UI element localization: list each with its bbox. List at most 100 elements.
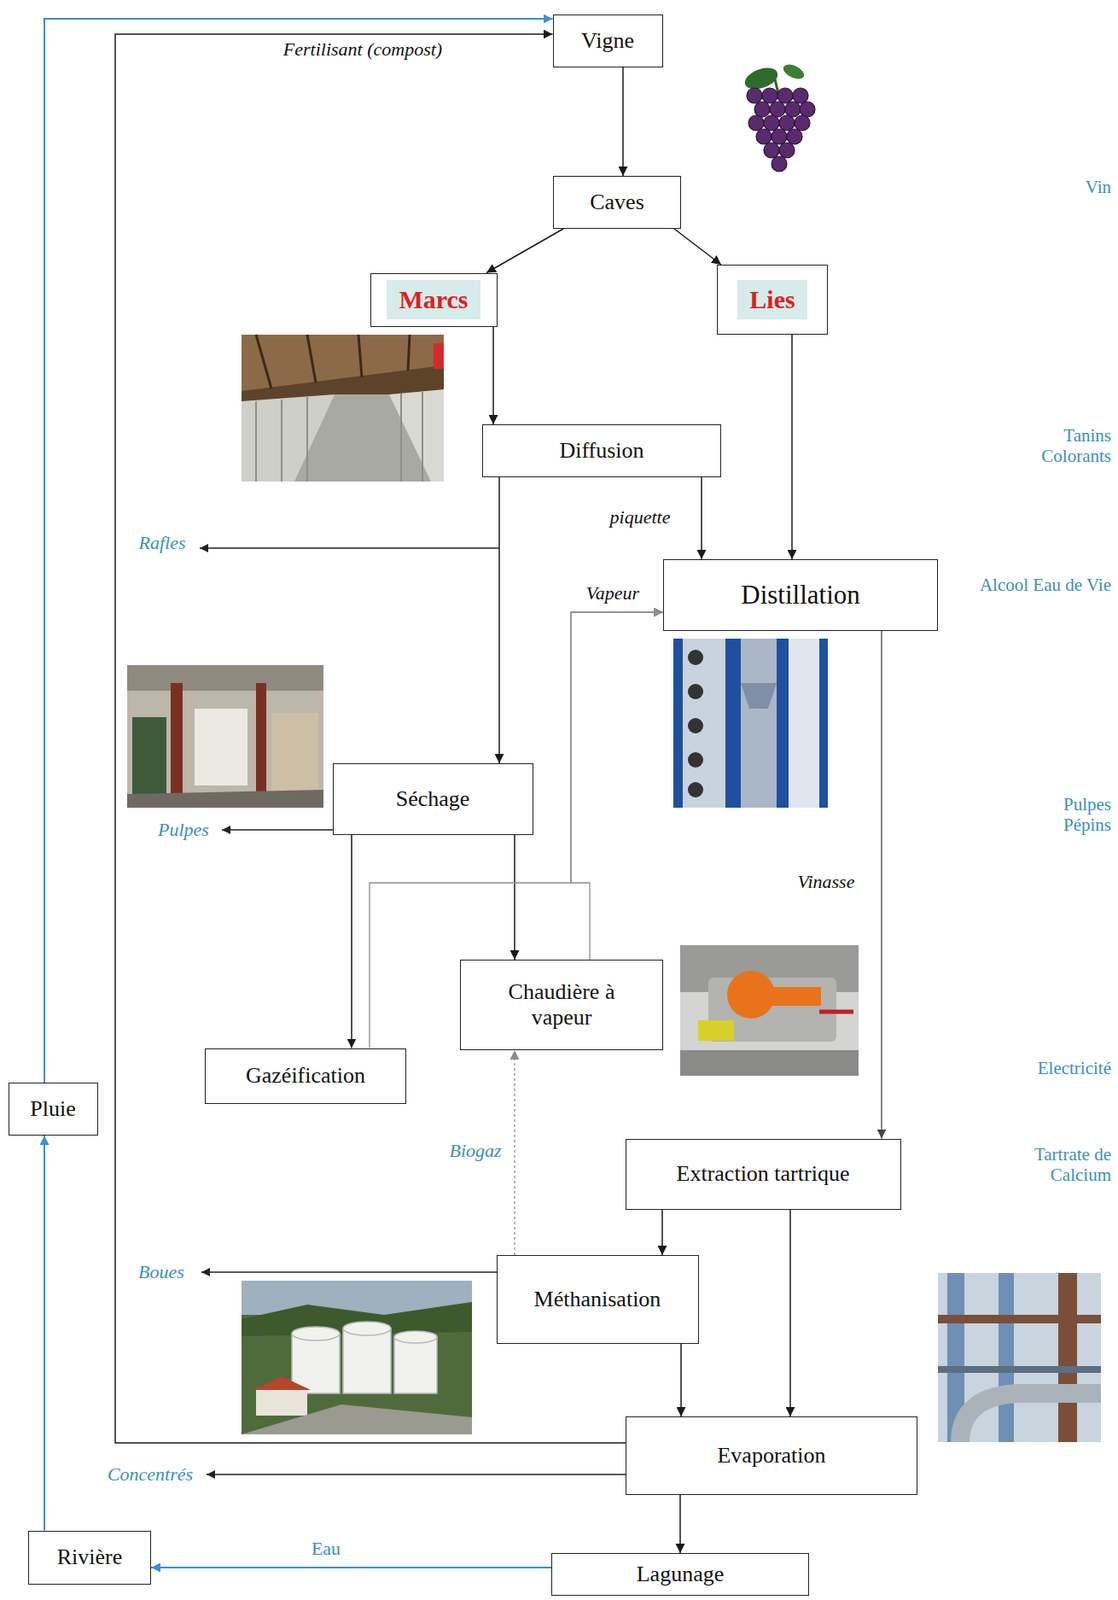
process-box: Gazéification xyxy=(204,1048,407,1104)
flow-connector xyxy=(880,630,882,1139)
photo-methanisation-plant-part-part xyxy=(291,1326,340,1340)
connector-label: Fertilisant (compost) xyxy=(281,38,444,60)
box-label: Méthanisation xyxy=(534,1286,662,1312)
photo-marc-storage-part xyxy=(241,334,444,391)
flow-connector xyxy=(680,1343,682,1416)
flow-connector xyxy=(570,611,664,960)
grape-icon-part-part xyxy=(779,115,795,131)
flow-connector xyxy=(151,1566,552,1568)
photo-drying-hall-part xyxy=(170,682,183,808)
photo-methanisation-plant-part xyxy=(256,1389,308,1415)
photo-distillery-part xyxy=(687,649,704,798)
process-box: Extraction tartrique xyxy=(625,1138,902,1210)
grape-icon-part-part xyxy=(786,128,803,145)
photo-boiler xyxy=(680,944,859,1076)
output-leader-part xyxy=(199,547,500,549)
output-leader-part xyxy=(221,828,333,831)
grape-icon-part-part xyxy=(769,101,786,117)
process-box: Séchage xyxy=(332,762,534,835)
process-box: Diffusion xyxy=(482,424,722,478)
photo-methanisation-plant-part xyxy=(291,1321,437,1393)
box-label: Caves xyxy=(589,189,645,216)
photo-distillery-part xyxy=(740,682,777,709)
photo-marc-storage-part-part xyxy=(256,334,272,389)
grape-icon-part-part xyxy=(763,115,780,131)
photo-evaporator xyxy=(937,1272,1101,1442)
photo-distillery-part-part xyxy=(687,649,704,665)
photo-marc-storage-part xyxy=(433,343,444,369)
photo-methanisation-plant-part xyxy=(241,1280,472,1434)
photo-methanisation-plant-part xyxy=(241,1301,472,1336)
grape-icon-part-part xyxy=(756,128,772,145)
flow-connector xyxy=(44,18,554,1083)
flow-connector xyxy=(661,1209,664,1256)
output-leader-part xyxy=(206,1473,626,1475)
grape-icon-part-part xyxy=(777,87,793,104)
flow-connector xyxy=(700,477,703,559)
photo-evaporator-part xyxy=(1058,1272,1078,1442)
product-label: Tartrate de Calcium xyxy=(1017,1143,1112,1185)
box-label: Séchage xyxy=(395,786,471,812)
photo-marc-storage-part xyxy=(256,334,410,389)
photo-methanisation-plant-part-part xyxy=(394,1330,437,1343)
photo-marc-storage-part-part xyxy=(306,396,309,482)
output-label: Concentrés xyxy=(107,1462,193,1485)
process-box: Caves xyxy=(553,175,682,229)
grape-icon xyxy=(741,61,816,172)
photo-drying-hall-part xyxy=(132,716,167,794)
photo-boiler-part xyxy=(727,970,775,1019)
photo-methanisation-plant xyxy=(241,1280,472,1434)
photo-marc-storage-part xyxy=(294,394,431,482)
photo-distillery-part xyxy=(682,638,726,808)
output-label: Rafles xyxy=(139,531,187,554)
grape-icon-part-part xyxy=(771,156,787,172)
photo-evaporator-part xyxy=(937,1314,1101,1323)
product-label: Alcool Eau de Vie xyxy=(979,574,1112,595)
process-box: Evaporation xyxy=(625,1415,918,1495)
box-label: Lagunage xyxy=(636,1560,725,1587)
box-label: Marcs xyxy=(386,279,480,321)
photo-evaporator-part xyxy=(998,1272,1014,1442)
flow-connector xyxy=(498,477,501,763)
flow-connector xyxy=(513,1049,515,1255)
grape-icon-part-part xyxy=(746,87,763,104)
grape-icon-part-part xyxy=(785,101,801,117)
box-label: Gazéification xyxy=(245,1062,366,1089)
photo-drying-hall xyxy=(127,664,324,808)
output-leader-part xyxy=(201,1270,497,1273)
photo-drying-hall-part xyxy=(194,708,248,786)
flow-connector xyxy=(622,67,624,176)
photo-marc-storage-part-part xyxy=(307,334,316,383)
flow-connector xyxy=(486,228,564,274)
grape-icon-part xyxy=(780,61,806,82)
photo-distillery-part-part xyxy=(687,781,704,798)
photo-distillery-part-part xyxy=(687,751,704,768)
grape-icon-part-part xyxy=(763,142,780,158)
box-label: Diffusion xyxy=(559,437,644,464)
flow-connector xyxy=(350,834,353,1049)
grape-icon-part-part xyxy=(754,101,770,117)
box-label: Lies xyxy=(737,279,807,321)
photo-drying-hall-part xyxy=(256,682,267,808)
flow-connector xyxy=(43,1135,46,1531)
grape-icon-part-part xyxy=(794,115,810,131)
photo-distillery-part xyxy=(788,638,820,808)
output-label: Pulpes xyxy=(157,818,210,840)
water-box: Rivière xyxy=(28,1530,152,1584)
residue-box: Marcs xyxy=(370,273,498,327)
photo-marc-storage-part-part xyxy=(255,401,257,482)
product-label: Vin xyxy=(1085,176,1112,198)
grape-icon-part xyxy=(741,64,781,94)
flow-connector xyxy=(674,228,722,265)
flow-connector xyxy=(513,834,516,960)
flow-connector xyxy=(492,326,495,426)
photo-methanisation-plant-part xyxy=(241,1403,472,1434)
box-label: Pluie xyxy=(29,1095,76,1122)
box-label: Distillation xyxy=(740,579,861,611)
grape-icon-part xyxy=(746,87,816,172)
connector-label: piquette xyxy=(608,506,673,528)
photo-marc-storage-part-part xyxy=(407,334,410,371)
